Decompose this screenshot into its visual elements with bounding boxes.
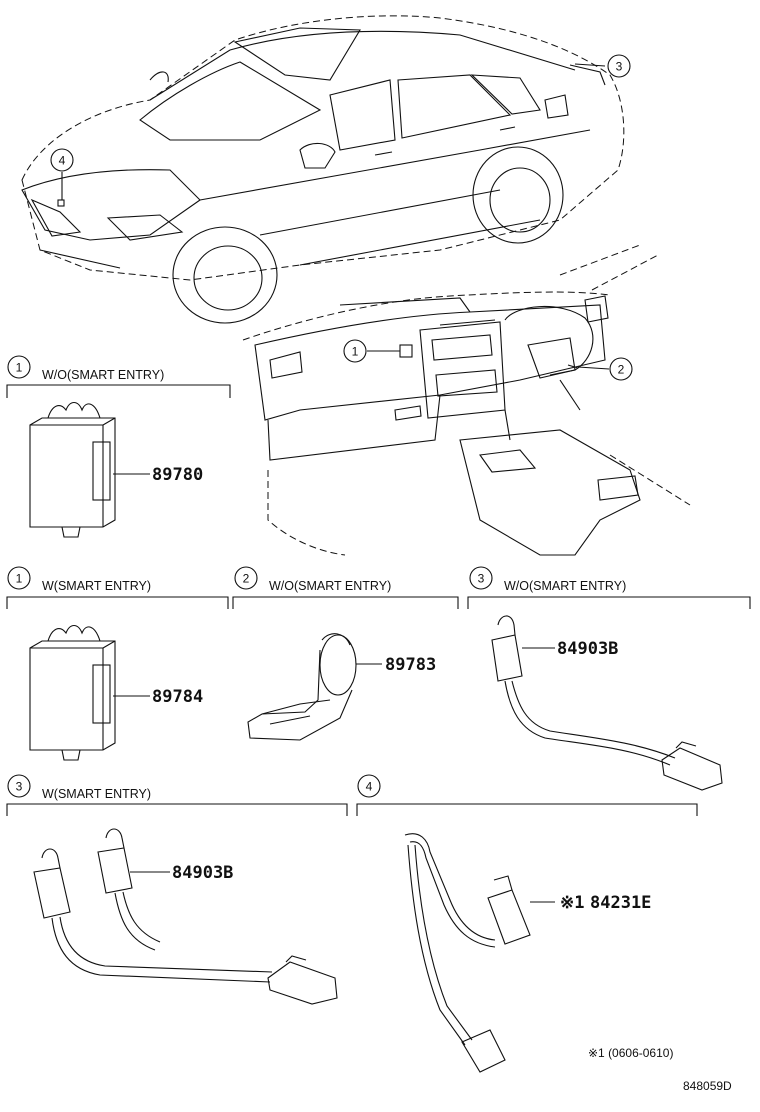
svg-text:4: 4 xyxy=(59,154,66,168)
svg-text:1: 1 xyxy=(16,361,23,375)
diagram-code: 848059D xyxy=(683,1079,732,1093)
part-84231e-harness: ※1 84231E xyxy=(404,833,651,1073)
part-89780-ecu: 89780 xyxy=(29,401,203,538)
svg-text:W/O(SMART ENTRY): W/O(SMART ENTRY) xyxy=(504,579,626,593)
section-header-1-wo: 1 W/O(SMART ENTRY) xyxy=(6,355,231,398)
svg-text:3: 3 xyxy=(478,572,485,586)
section-header-3-w: 3 W(SMART ENTRY) xyxy=(6,774,348,816)
svg-text:84903B: 84903B xyxy=(557,639,618,659)
svg-text:※1: ※1 xyxy=(560,893,584,913)
svg-text:W(SMART ENTRY): W(SMART ENTRY) xyxy=(42,579,151,593)
svg-text:1: 1 xyxy=(16,572,23,586)
part-89783-antenna: 89783 xyxy=(247,633,436,741)
svg-text:3: 3 xyxy=(16,780,23,794)
callout-1-interior: 1 xyxy=(343,339,400,363)
callout-3-top: 3 xyxy=(574,54,631,78)
svg-text:89780: 89780 xyxy=(152,465,203,485)
part-84903b-harness-single: 84903B xyxy=(491,615,723,791)
section-header-1-w: 1 W(SMART ENTRY) xyxy=(6,566,229,609)
svg-text:2: 2 xyxy=(618,363,625,377)
svg-text:W/O(SMART ENTRY): W/O(SMART ENTRY) xyxy=(269,579,391,593)
section-header-3-wo: 3 W/O(SMART ENTRY) xyxy=(467,566,751,609)
car-illustration xyxy=(21,15,625,324)
svg-text:4: 4 xyxy=(366,780,373,794)
section-header-2-wo: 2 W/O(SMART ENTRY) xyxy=(232,566,459,609)
svg-text:W/O(SMART ENTRY): W/O(SMART ENTRY) xyxy=(42,368,164,382)
callout-2-interior: 2 xyxy=(577,357,633,381)
part-84903b-harness-double: 84903B xyxy=(33,828,338,1005)
svg-text:1: 1 xyxy=(352,345,359,359)
svg-text:84231E: 84231E xyxy=(590,893,651,913)
interior-dashboard-illustration xyxy=(242,244,691,556)
svg-text:2: 2 xyxy=(243,572,250,586)
part-89784-ecu: 89784 xyxy=(29,624,203,761)
svg-text:89784: 89784 xyxy=(152,687,203,707)
section-header-4: 4 xyxy=(356,774,698,816)
callout-4-top: 4 xyxy=(50,148,74,200)
svg-text:3: 3 xyxy=(616,60,623,74)
svg-text:84903B: 84903B xyxy=(172,863,233,883)
svg-text:W(SMART ENTRY): W(SMART ENTRY) xyxy=(42,787,151,801)
svg-text:89783: 89783 xyxy=(385,655,436,675)
footnote-date-range: ※1 (0606-0610) xyxy=(588,1046,673,1060)
